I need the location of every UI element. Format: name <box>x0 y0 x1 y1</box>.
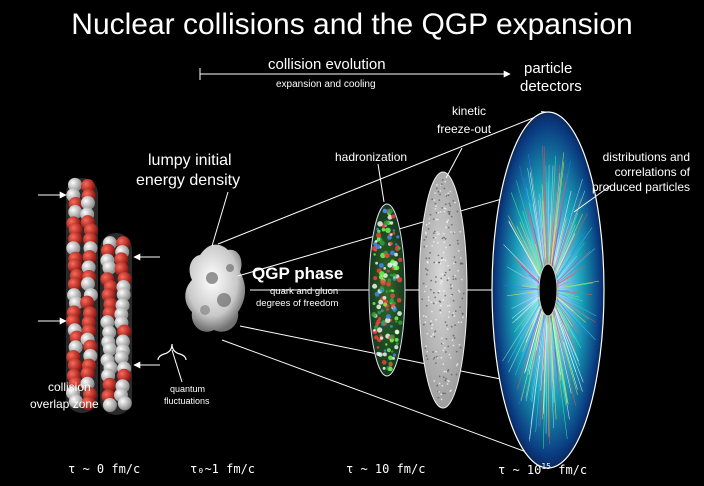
time-label-1: τ₀~1 fm/c <box>190 462 256 476</box>
time-label-3: τ ~ 1015 fm/c <box>498 462 587 477</box>
detectors-label-2: detectors <box>520 78 582 95</box>
evolution-arrow <box>199 68 511 80</box>
detector-disk <box>491 111 605 469</box>
lumpy-label-2: energy density <box>136 172 241 189</box>
quantum-brace <box>157 343 187 361</box>
qgp-phase-label: QGP phase <box>252 264 344 283</box>
quantum-label-2: fluctuations <box>164 396 210 406</box>
impact-arrows <box>38 191 160 369</box>
kinetic-label-1: kinetic <box>452 104 487 118</box>
slide-title: Nuclear collisions and the QGP expansion <box>71 8 633 41</box>
kinetic-label-2: freeze-out <box>437 122 492 136</box>
distributions-label-2: correlations of <box>614 165 690 179</box>
freeze-out-disk <box>418 171 468 409</box>
hadronization-label: hadronization <box>335 150 408 164</box>
distributions-label-1: distributions and <box>602 150 690 164</box>
time-label-0: τ ~ 0 fm/c <box>68 462 141 476</box>
lumpy-density-blob <box>185 244 246 332</box>
colliding-nuclei <box>66 177 132 415</box>
overlap-label-2: overlap zone <box>30 397 99 411</box>
overlap-label-1: collision <box>48 380 91 394</box>
detectors-label-1: particle <box>524 60 573 77</box>
hadronization-disk <box>368 203 406 377</box>
time-label-3-exp: 15 <box>541 462 551 471</box>
qgp-sub-label-1: quark and gluon <box>270 286 339 297</box>
time-label-2: τ ~ 10 fm/c <box>346 462 426 476</box>
evolution-sublabel: expansion and cooling <box>276 79 376 90</box>
time-label-3-base: τ ~ 10 <box>498 463 542 477</box>
qgp-sub-label-2: degrees of freedom <box>256 298 339 309</box>
quantum-label-1: quantum <box>170 384 206 394</box>
evolution-label: collision evolution <box>268 56 386 73</box>
time-label-3-unit: fm/c <box>558 463 588 477</box>
lumpy-label-1: lumpy initial <box>148 152 232 169</box>
distributions-label-3: produced particles <box>591 180 690 194</box>
